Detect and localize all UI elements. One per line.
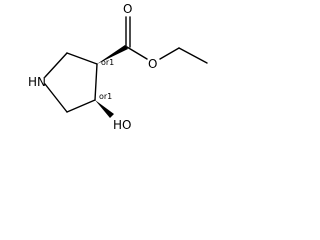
bond-c2-c3 <box>66 52 98 65</box>
bond-carbonyl-ester-o <box>126 46 148 60</box>
bond-c4-c5 <box>66 99 96 113</box>
bond-c3-c4 <box>94 63 98 101</box>
ring-nitrogen-label: HN <box>28 75 46 89</box>
ester-oxygen-label: O <box>148 57 157 71</box>
structure-diagram: O O HN HO or1 or1 <box>28 2 208 132</box>
stereo-label-c3: or1 <box>101 58 114 67</box>
wedge-bond-c4-hydroxyl <box>95 100 114 118</box>
wedge-bond-c3-carbonyl <box>97 45 128 64</box>
bond-n-c2 <box>44 52 68 78</box>
stereo-label-c4: or1 <box>99 92 112 101</box>
bond-ester-o-ch2 <box>159 47 180 60</box>
carbonyl-oxygen-label: O <box>123 2 132 16</box>
bond-c5-n <box>44 83 68 113</box>
hydroxyl-label: HO <box>113 118 131 132</box>
bond-ch2-ch3 <box>178 47 208 64</box>
